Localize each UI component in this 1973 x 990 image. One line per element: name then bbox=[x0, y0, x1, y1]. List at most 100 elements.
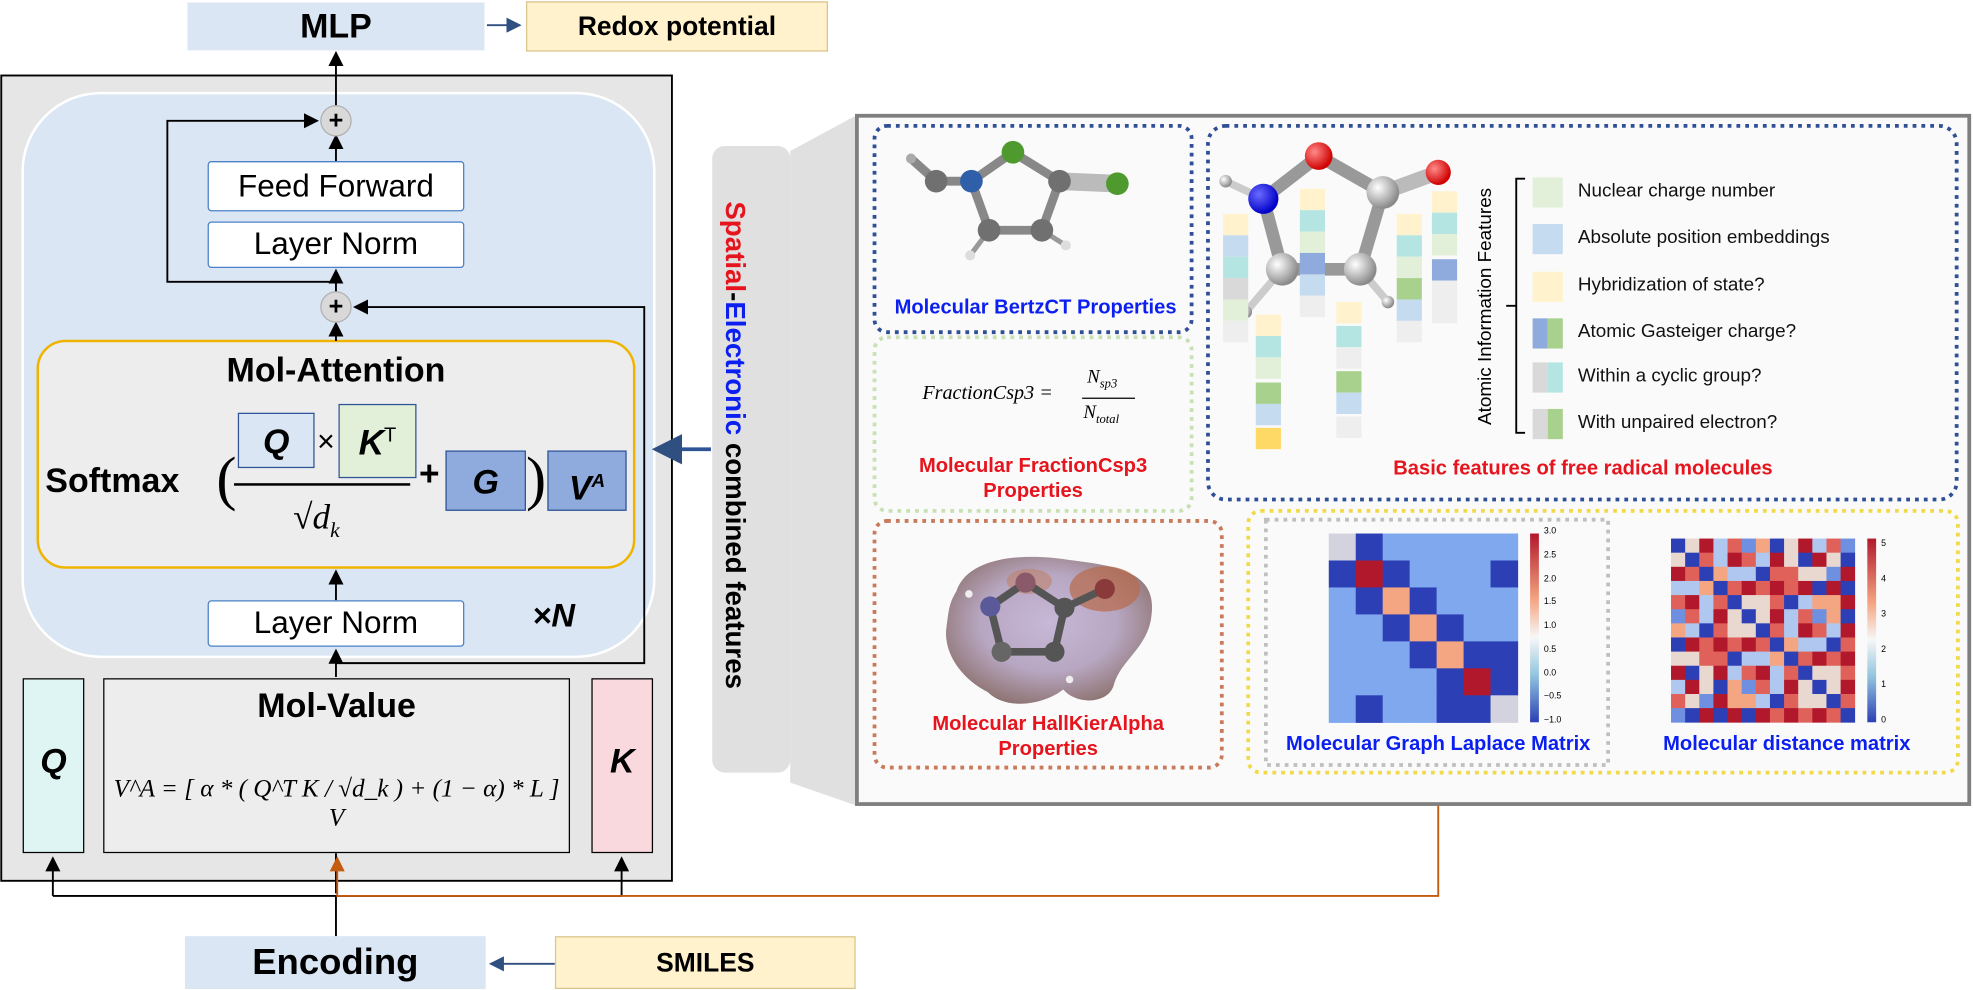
distance-cell bbox=[1699, 595, 1714, 610]
distance-cell bbox=[1840, 679, 1856, 695]
distance-cell bbox=[1699, 679, 1714, 695]
distance-cell bbox=[1826, 637, 1841, 652]
laplace-caption: Molecular Graph Laplace Matrix bbox=[1286, 733, 1591, 755]
distance-cell bbox=[1826, 538, 1841, 554]
k-transpose-sup: T bbox=[384, 425, 397, 447]
distance-cell bbox=[1685, 694, 1700, 709]
laplace-cell bbox=[1382, 695, 1411, 723]
legend-swatch bbox=[1547, 362, 1563, 393]
distance-cell bbox=[1784, 651, 1799, 667]
distance-cell bbox=[1685, 623, 1700, 638]
distance-cell bbox=[1713, 694, 1728, 709]
colorbar-tick: −1.0 bbox=[1543, 715, 1562, 725]
distance-cell bbox=[1769, 552, 1785, 568]
basic-features-caption: Basic features of free radical molecules bbox=[1393, 458, 1773, 480]
distance-cell bbox=[1713, 651, 1728, 667]
distance-cell bbox=[1769, 595, 1785, 610]
distance-cell bbox=[1826, 566, 1841, 582]
distance-cell bbox=[1840, 637, 1856, 652]
distance-cell bbox=[1699, 623, 1714, 638]
fractioncsp3-bar bbox=[1082, 397, 1135, 399]
times-sign: × bbox=[317, 425, 335, 460]
distance-cell bbox=[1741, 538, 1757, 554]
distance-cell bbox=[1769, 679, 1785, 695]
distance-cell bbox=[1699, 580, 1714, 596]
distance-matrix bbox=[1671, 538, 1856, 723]
colorbar-tick: 4 bbox=[1881, 575, 1887, 584]
distance-cell bbox=[1840, 580, 1856, 596]
distance-cell bbox=[1826, 595, 1841, 610]
distance-cell bbox=[1755, 595, 1771, 610]
distance-cell bbox=[1685, 609, 1700, 624]
laplace-matrix bbox=[1328, 533, 1519, 723]
laplace-cell bbox=[1382, 614, 1411, 643]
distance-cell bbox=[1699, 552, 1714, 568]
atomic-features-axis-label: Atomic Information Features bbox=[1474, 187, 1497, 425]
distance-cell bbox=[1755, 552, 1771, 568]
laplace-cell bbox=[1463, 695, 1492, 723]
distance-cell bbox=[1699, 708, 1714, 723]
distance-cell bbox=[1769, 665, 1785, 681]
distance-cell bbox=[1699, 651, 1714, 667]
distance-cell bbox=[1812, 609, 1827, 624]
distance-cell bbox=[1699, 566, 1714, 582]
distance-cell bbox=[1741, 595, 1757, 610]
distance-cell bbox=[1741, 623, 1757, 638]
distance-cell bbox=[1798, 665, 1813, 681]
fraction-bar bbox=[234, 483, 411, 486]
distance-cell bbox=[1826, 651, 1841, 667]
laplace-cell bbox=[1328, 641, 1357, 669]
laplace-cell bbox=[1409, 614, 1438, 643]
repeat-n-label: ×N bbox=[532, 596, 576, 635]
distance-cell bbox=[1671, 708, 1686, 723]
distance-cell bbox=[1727, 595, 1743, 610]
spatial-electronic-label: Spatial-Electronic combined features bbox=[719, 201, 752, 689]
distance-cell bbox=[1727, 694, 1743, 709]
distance-cell bbox=[1840, 665, 1856, 681]
distance-cell bbox=[1840, 609, 1856, 624]
distance-cell bbox=[1812, 708, 1827, 723]
distance-cell bbox=[1727, 665, 1743, 681]
laplace-cell bbox=[1463, 614, 1492, 643]
mol-value-formula: V^A = [ α * ( Q^T K / √d_k ) + (1 − α) *… bbox=[113, 775, 560, 832]
distance-cell bbox=[1685, 665, 1700, 681]
distance-cell bbox=[1812, 623, 1827, 638]
distance-cell bbox=[1713, 609, 1728, 624]
legend-swatch bbox=[1547, 318, 1563, 349]
residual-add-top: + bbox=[328, 106, 344, 135]
colorbar-tick: 3 bbox=[1881, 610, 1887, 620]
radical-molecule-3d bbox=[1219, 142, 1451, 319]
distance-cell bbox=[1769, 637, 1785, 652]
distance-cell bbox=[1685, 651, 1700, 667]
distance-cell bbox=[1713, 665, 1728, 681]
laplace-cell bbox=[1328, 614, 1357, 643]
distance-cell bbox=[1826, 708, 1841, 723]
distance-cell bbox=[1812, 637, 1827, 652]
distance-cell bbox=[1769, 694, 1785, 709]
laplace-cell bbox=[1463, 641, 1492, 669]
sqrt-dk: √dk bbox=[293, 498, 340, 542]
distance-cell bbox=[1685, 566, 1700, 582]
distance-cell bbox=[1741, 651, 1757, 667]
distance-cell bbox=[1685, 637, 1700, 652]
laplace-cell bbox=[1463, 560, 1492, 589]
laplace-cell bbox=[1328, 533, 1357, 562]
distance-cell bbox=[1840, 708, 1856, 723]
distance-cell bbox=[1840, 651, 1856, 667]
distance-cell bbox=[1671, 623, 1686, 638]
distance-cell bbox=[1699, 609, 1714, 624]
distance-cell bbox=[1741, 637, 1757, 652]
laplace-cell bbox=[1463, 587, 1492, 616]
distance-cell bbox=[1769, 538, 1785, 554]
distance-cell bbox=[1671, 538, 1686, 554]
q-input-label: Q bbox=[40, 742, 67, 781]
distance-cell bbox=[1798, 566, 1813, 582]
distance-cell bbox=[1784, 679, 1799, 695]
laplace-cell bbox=[1490, 668, 1519, 696]
distance-cell bbox=[1699, 538, 1714, 554]
distance-cell bbox=[1713, 580, 1728, 596]
esp-surface bbox=[946, 556, 1153, 704]
distance-cell bbox=[1671, 651, 1686, 667]
laplace-cell bbox=[1355, 695, 1384, 723]
